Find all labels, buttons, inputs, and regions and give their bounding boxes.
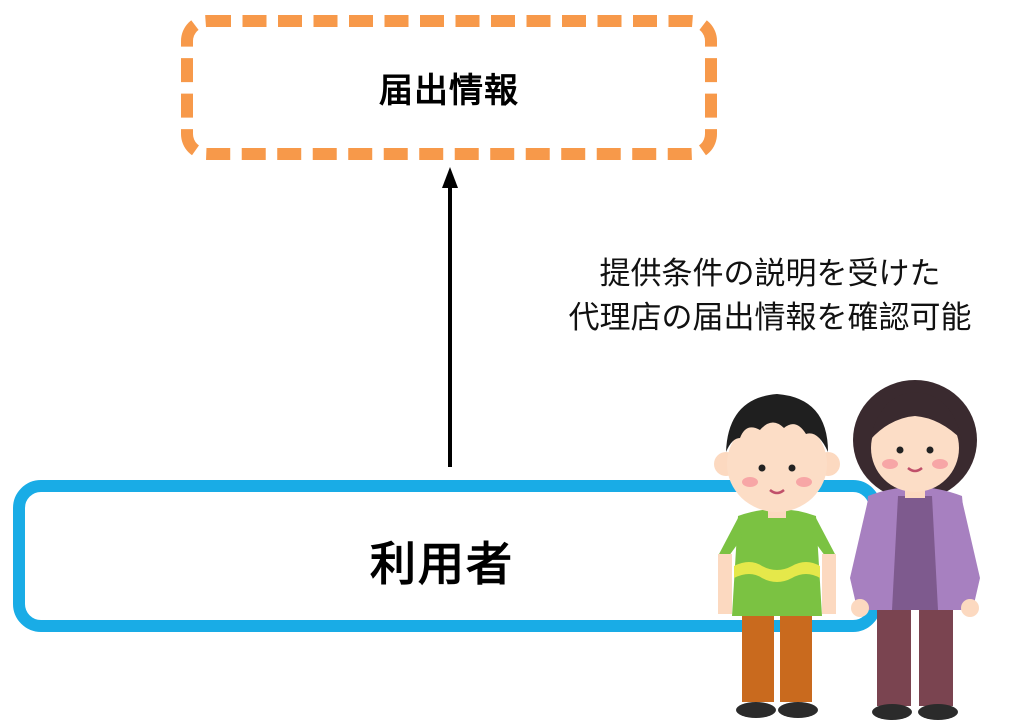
caption-line-2: 代理店の届出情報を確認可能 <box>568 300 972 336</box>
boy-figure-icon <box>714 394 840 718</box>
two-people-illustration <box>714 380 980 720</box>
woman-figure-icon <box>850 380 980 720</box>
notification-info-box: 届出情報 <box>181 15 717 160</box>
caption-line-1: 提供条件の説明を受けた <box>599 256 941 292</box>
notification-info-label: 届出情報 <box>379 71 519 111</box>
arrow-caption: 提供条件の説明を受けた 代理店の届出情報を確認可能 <box>520 252 1020 340</box>
user-label: 利用者 <box>370 537 514 591</box>
